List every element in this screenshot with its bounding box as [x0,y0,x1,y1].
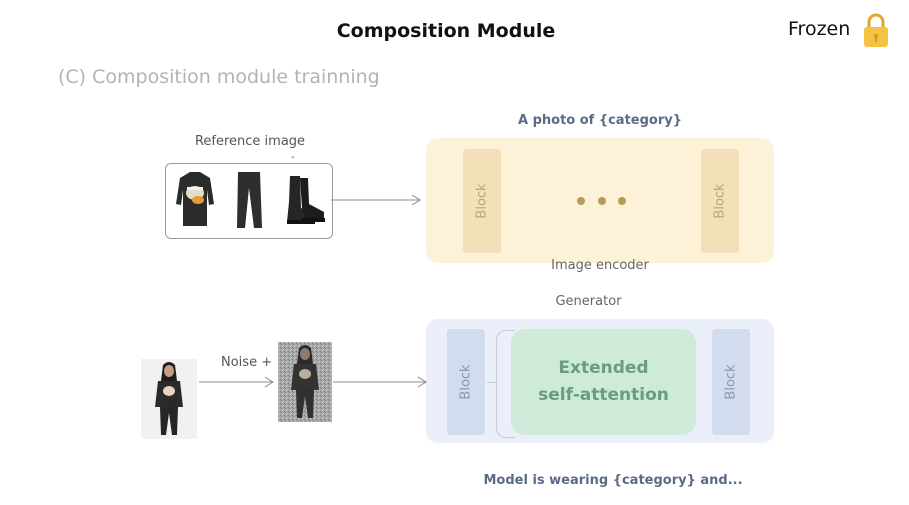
generator-prompt: Model is wearing {category} and... [483,473,743,488]
reference-image-box [165,163,333,239]
bracket-connector [487,382,497,383]
attention-bracket [496,330,515,438]
tiny-mark: - [291,152,295,163]
ellipsis-icon [577,197,626,205]
frozen-label: Frozen [788,18,851,40]
encoder-block-left: Block [463,149,501,253]
lock-icon [864,13,888,47]
noise-label: Noise + [221,355,273,370]
encoder-block-right: Block [701,149,739,253]
generator-block-left: Block [447,329,485,435]
generator-block-right: Block [712,329,750,435]
reference-image-label: Reference image [194,134,306,149]
generator-label: Generator [555,294,622,309]
model-figure [155,362,183,435]
noisy-model-photo [278,342,332,422]
boots-image [287,176,325,224]
reference-garments [176,172,325,228]
attention-line-1: Extended [558,358,649,378]
pants-image [237,172,262,228]
attention-line-2: self-attention [538,385,669,405]
extended-self-attention-box: Extended self-attention [511,329,696,435]
diagram-title: Composition Module [336,20,556,42]
sweatshirt-image [176,172,214,226]
section-subtitle: (C) Composition module trainning [58,66,380,88]
encoder-prompt: A photo of {category} [517,113,682,128]
model-photo [141,359,197,439]
image-encoder-label: Image encoder [551,258,649,273]
noisy-figure [278,342,332,422]
